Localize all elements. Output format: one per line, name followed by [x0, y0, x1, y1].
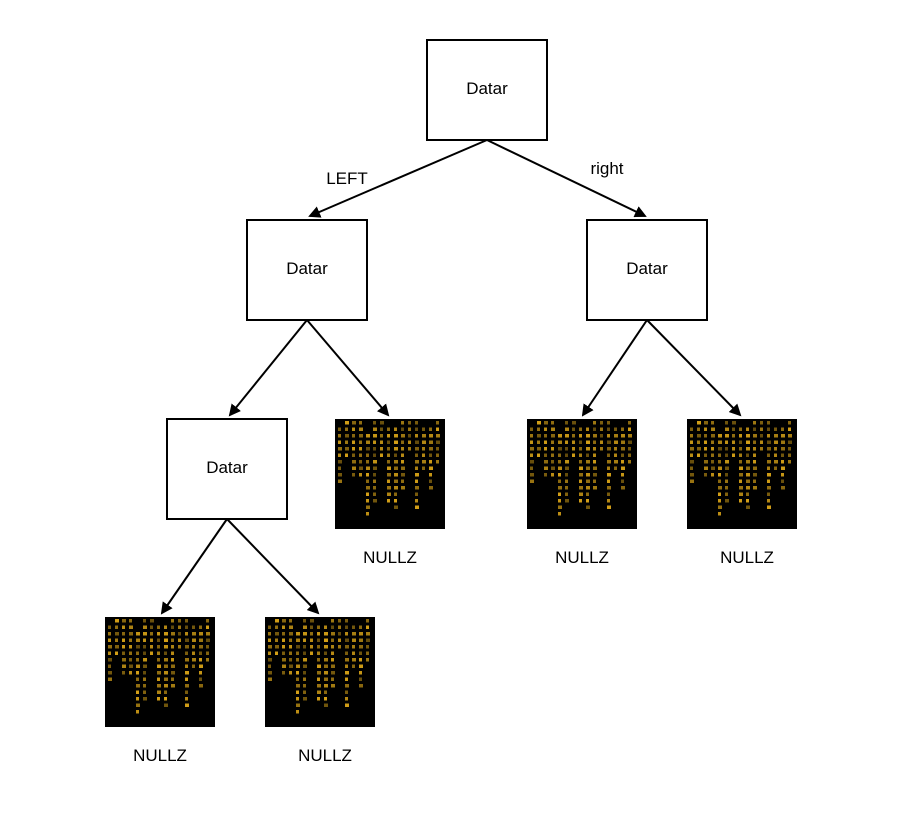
edge-root-left [308, 139, 488, 218]
edge-leftleft-null-left [160, 518, 228, 615]
edges [160, 139, 742, 615]
null-label-left-right: NULLZ [363, 548, 417, 567]
matrix-image-leftleft-right [265, 617, 375, 727]
edge-right-null-right [646, 319, 742, 417]
matrix-image-right-right [687, 419, 797, 529]
edge-label-left: LEFT [326, 169, 368, 188]
null-label-leftleft-left: NULLZ [133, 746, 187, 765]
node-right-label: Datar [626, 259, 668, 278]
matrix-image-right-left [527, 419, 637, 529]
null-leaf-images [105, 419, 797, 727]
matrix-image-left-right [335, 419, 445, 529]
node-right: Datar [586, 219, 708, 321]
edge-leftleft-null-right [226, 518, 320, 615]
node-left-left-label: Datar [206, 458, 248, 477]
node-left-left: Datar [166, 418, 288, 520]
null-label-right-left: NULLZ [555, 548, 609, 567]
node-left: Datar [246, 219, 368, 321]
edge-right-null-left [581, 319, 648, 417]
null-label-right-right: NULLZ [720, 548, 774, 567]
edge-left-null [306, 319, 390, 417]
node-left-label: Datar [286, 259, 328, 278]
edge-root-right [486, 139, 647, 218]
node-root: Datar [426, 39, 548, 141]
edge-left-leftleft [228, 319, 308, 417]
node-root-label: Datar [466, 79, 508, 98]
edge-label-right: right [590, 159, 623, 178]
matrix-image-leftleft-left [105, 617, 215, 727]
null-label-leftleft-right: NULLZ [298, 746, 352, 765]
